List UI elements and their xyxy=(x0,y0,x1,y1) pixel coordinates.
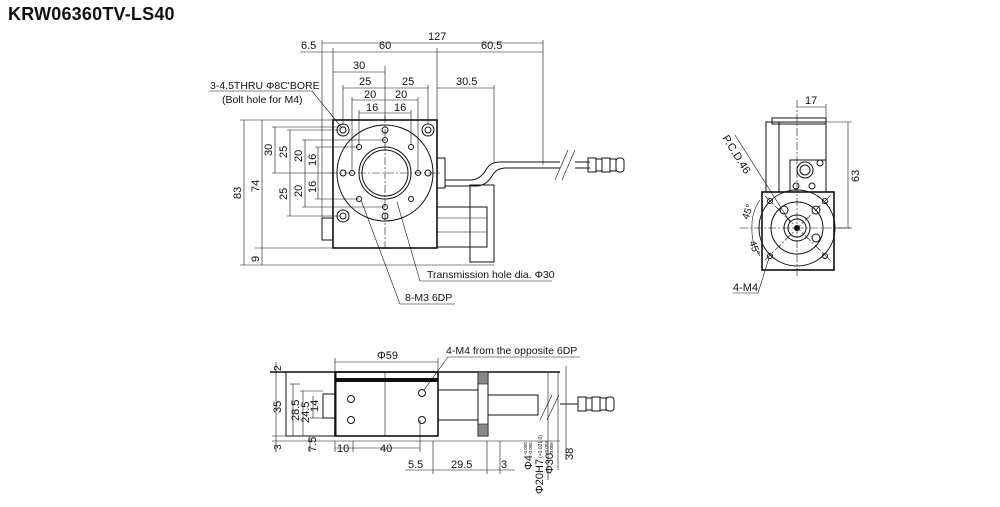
front-cable-connector xyxy=(577,396,615,412)
dim-45-top: 45° xyxy=(740,203,756,221)
dim-40: 40 xyxy=(380,443,392,455)
cable xyxy=(445,161,560,181)
dim-20-left: 20 xyxy=(364,89,376,101)
callout-4-m4: 4-M4 xyxy=(733,282,758,294)
drawing-title: KRW06360TV-LS40 xyxy=(8,4,175,24)
dim-30-5: 30.5 xyxy=(456,76,477,88)
dim-83: 83 xyxy=(232,187,244,199)
phi30-tol-lower: -0.008 xyxy=(549,442,554,455)
dim-6-5: 6.5 xyxy=(301,40,316,52)
dim-16-left: 16 xyxy=(366,102,378,114)
top-view: 127 6.5 60 60.5 30 25 25 30.5 20 20 16 1… xyxy=(209,31,625,305)
dim-v16-bottom: 16 xyxy=(307,181,319,193)
callout-transmission-hole: Transmission hole dia. Φ30 xyxy=(427,269,555,281)
callout-tapped-holes: 8-M3 6DP xyxy=(405,292,452,304)
dim-17: 17 xyxy=(805,95,817,107)
dim-38: 38 xyxy=(564,448,576,460)
dim-v30: 30 xyxy=(263,144,275,156)
side-knob xyxy=(321,217,334,241)
phi4-tol-upper: -0.000 xyxy=(523,442,528,455)
motor-housing xyxy=(436,206,488,248)
dim-45-bottom: 45° xyxy=(746,239,762,257)
dim-v25-top: 25 xyxy=(278,146,290,158)
dim-5-5: 5.5 xyxy=(408,459,423,471)
dim-127: 127 xyxy=(428,31,446,43)
dim-74: 74 xyxy=(250,180,262,192)
phi20-tol: (+0.021 0) xyxy=(538,435,544,458)
phi4-tol-lower: -0.005 xyxy=(528,442,533,455)
dim-9: 9 xyxy=(250,256,262,262)
dim-3-left: 3 xyxy=(273,444,284,450)
callout-opposite-holes: 4-M4 from the opposite 6DP xyxy=(446,345,577,357)
dim-20-right: 20 xyxy=(395,89,407,101)
dim-35: 35 xyxy=(272,401,284,413)
dim-phi59: Φ59 xyxy=(377,350,398,362)
dim-phi30: Φ30 +0.002 -0.008 xyxy=(544,441,556,474)
cable-connector xyxy=(587,157,625,173)
dim-v20-bottom: 20 xyxy=(293,185,305,197)
phi30-tol-upper: +0.002 xyxy=(544,441,549,455)
dim-10: 10 xyxy=(337,443,349,455)
dim-v20-top: 20 xyxy=(293,150,305,162)
dim-phi20h7: Φ20H7 (+0.021 0) xyxy=(534,435,546,494)
dim-24-5: 24.5 xyxy=(300,402,312,423)
dim-2: 2 xyxy=(273,365,284,371)
dim-25-left: 25 xyxy=(359,76,371,88)
callout-bolt-hole-note: (Bolt hole for M4) xyxy=(222,94,303,106)
dim-16-right: 16 xyxy=(394,102,406,114)
phi20-label: Φ20H7 xyxy=(534,459,546,494)
dim-3-right: 3 xyxy=(501,459,507,471)
dim-29-5: 29.5 xyxy=(451,459,472,471)
phi4-label: Φ4 xyxy=(523,455,535,470)
dim-28-5: 28.5 xyxy=(290,400,302,421)
dim-60-5: 60.5 xyxy=(481,40,502,52)
angle-scale xyxy=(335,378,438,382)
mount-bracket xyxy=(469,184,495,263)
front-view: Φ59 2 35 3 28.5 24.5 14 7.5 10 40 5.5 29… xyxy=(270,345,615,494)
callout-bolt-hole: 3-4.5THRU Φ8C'BORE xyxy=(210,80,320,92)
dim-7-5: 7.5 xyxy=(307,437,319,452)
dim-phi4: Φ4 -0.000 -0.005 xyxy=(523,442,535,470)
phi30-label: Φ30 xyxy=(544,453,556,474)
dim-v25-bottom: 25 xyxy=(278,188,290,200)
dim-63: 63 xyxy=(850,170,862,182)
motor-block xyxy=(765,121,827,193)
side-body xyxy=(761,191,835,271)
dim-v16-top: 16 xyxy=(307,154,319,166)
dim-60: 60 xyxy=(379,40,391,52)
dim-30: 30 xyxy=(353,60,365,72)
side-view: 17 63 P.C.D.46 45° 45° 4-M4 xyxy=(719,95,862,294)
dim-25-right: 25 xyxy=(402,76,414,88)
dim-14: 14 xyxy=(309,400,321,412)
